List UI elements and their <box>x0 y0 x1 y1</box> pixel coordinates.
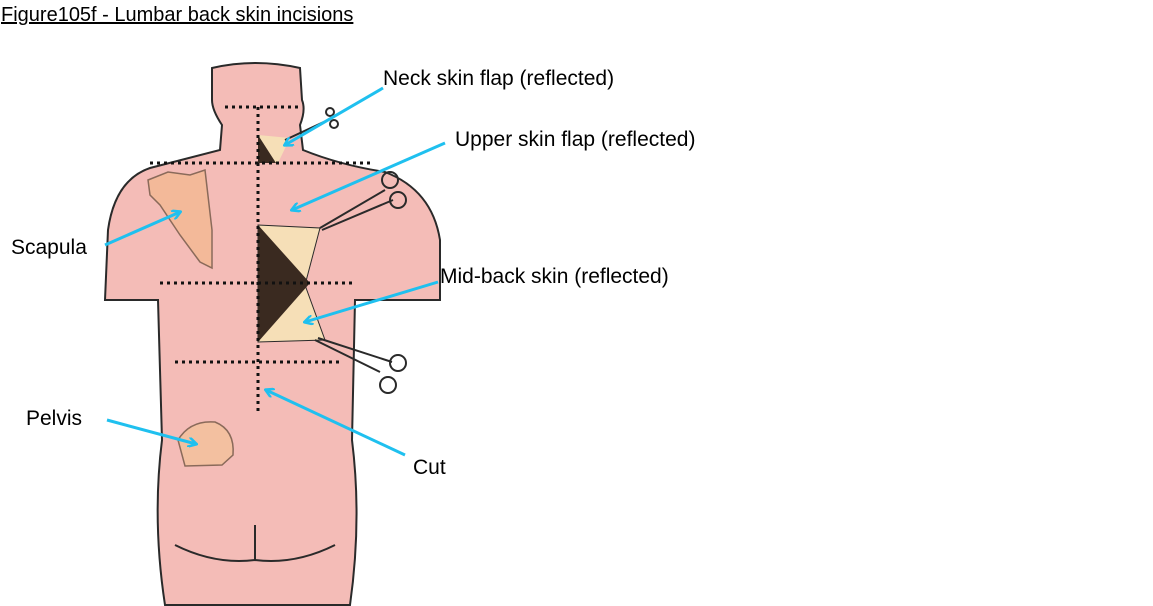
label-scapula: Scapula <box>11 236 87 259</box>
arrow-scapula <box>104 212 180 247</box>
arrow-upper <box>292 141 446 210</box>
pelvis-bone <box>177 421 234 467</box>
mid-back-flap-underside <box>258 225 310 342</box>
buttocks-line <box>174 525 336 562</box>
neck-flap-underside <box>258 135 276 163</box>
label-mid-back: Mid-back skin (reflected) <box>440 265 669 288</box>
label-neck-flap: Neck skin flap (reflected) <box>383 67 615 90</box>
figure-title: Figure105f - Lumbar back skin incisions <box>1 4 354 26</box>
incision-lines <box>150 105 372 412</box>
arrow-neck <box>285 86 384 145</box>
arrows <box>104 86 446 457</box>
arrow-mid-back <box>305 280 439 322</box>
label-upper-flap: Upper skin flap (reflected) <box>455 128 696 151</box>
arrow-pelvis <box>106 418 196 444</box>
label-cut: Cut <box>413 456 446 479</box>
label-pelvis: Pelvis <box>26 407 83 430</box>
arrow-cut <box>266 390 406 457</box>
